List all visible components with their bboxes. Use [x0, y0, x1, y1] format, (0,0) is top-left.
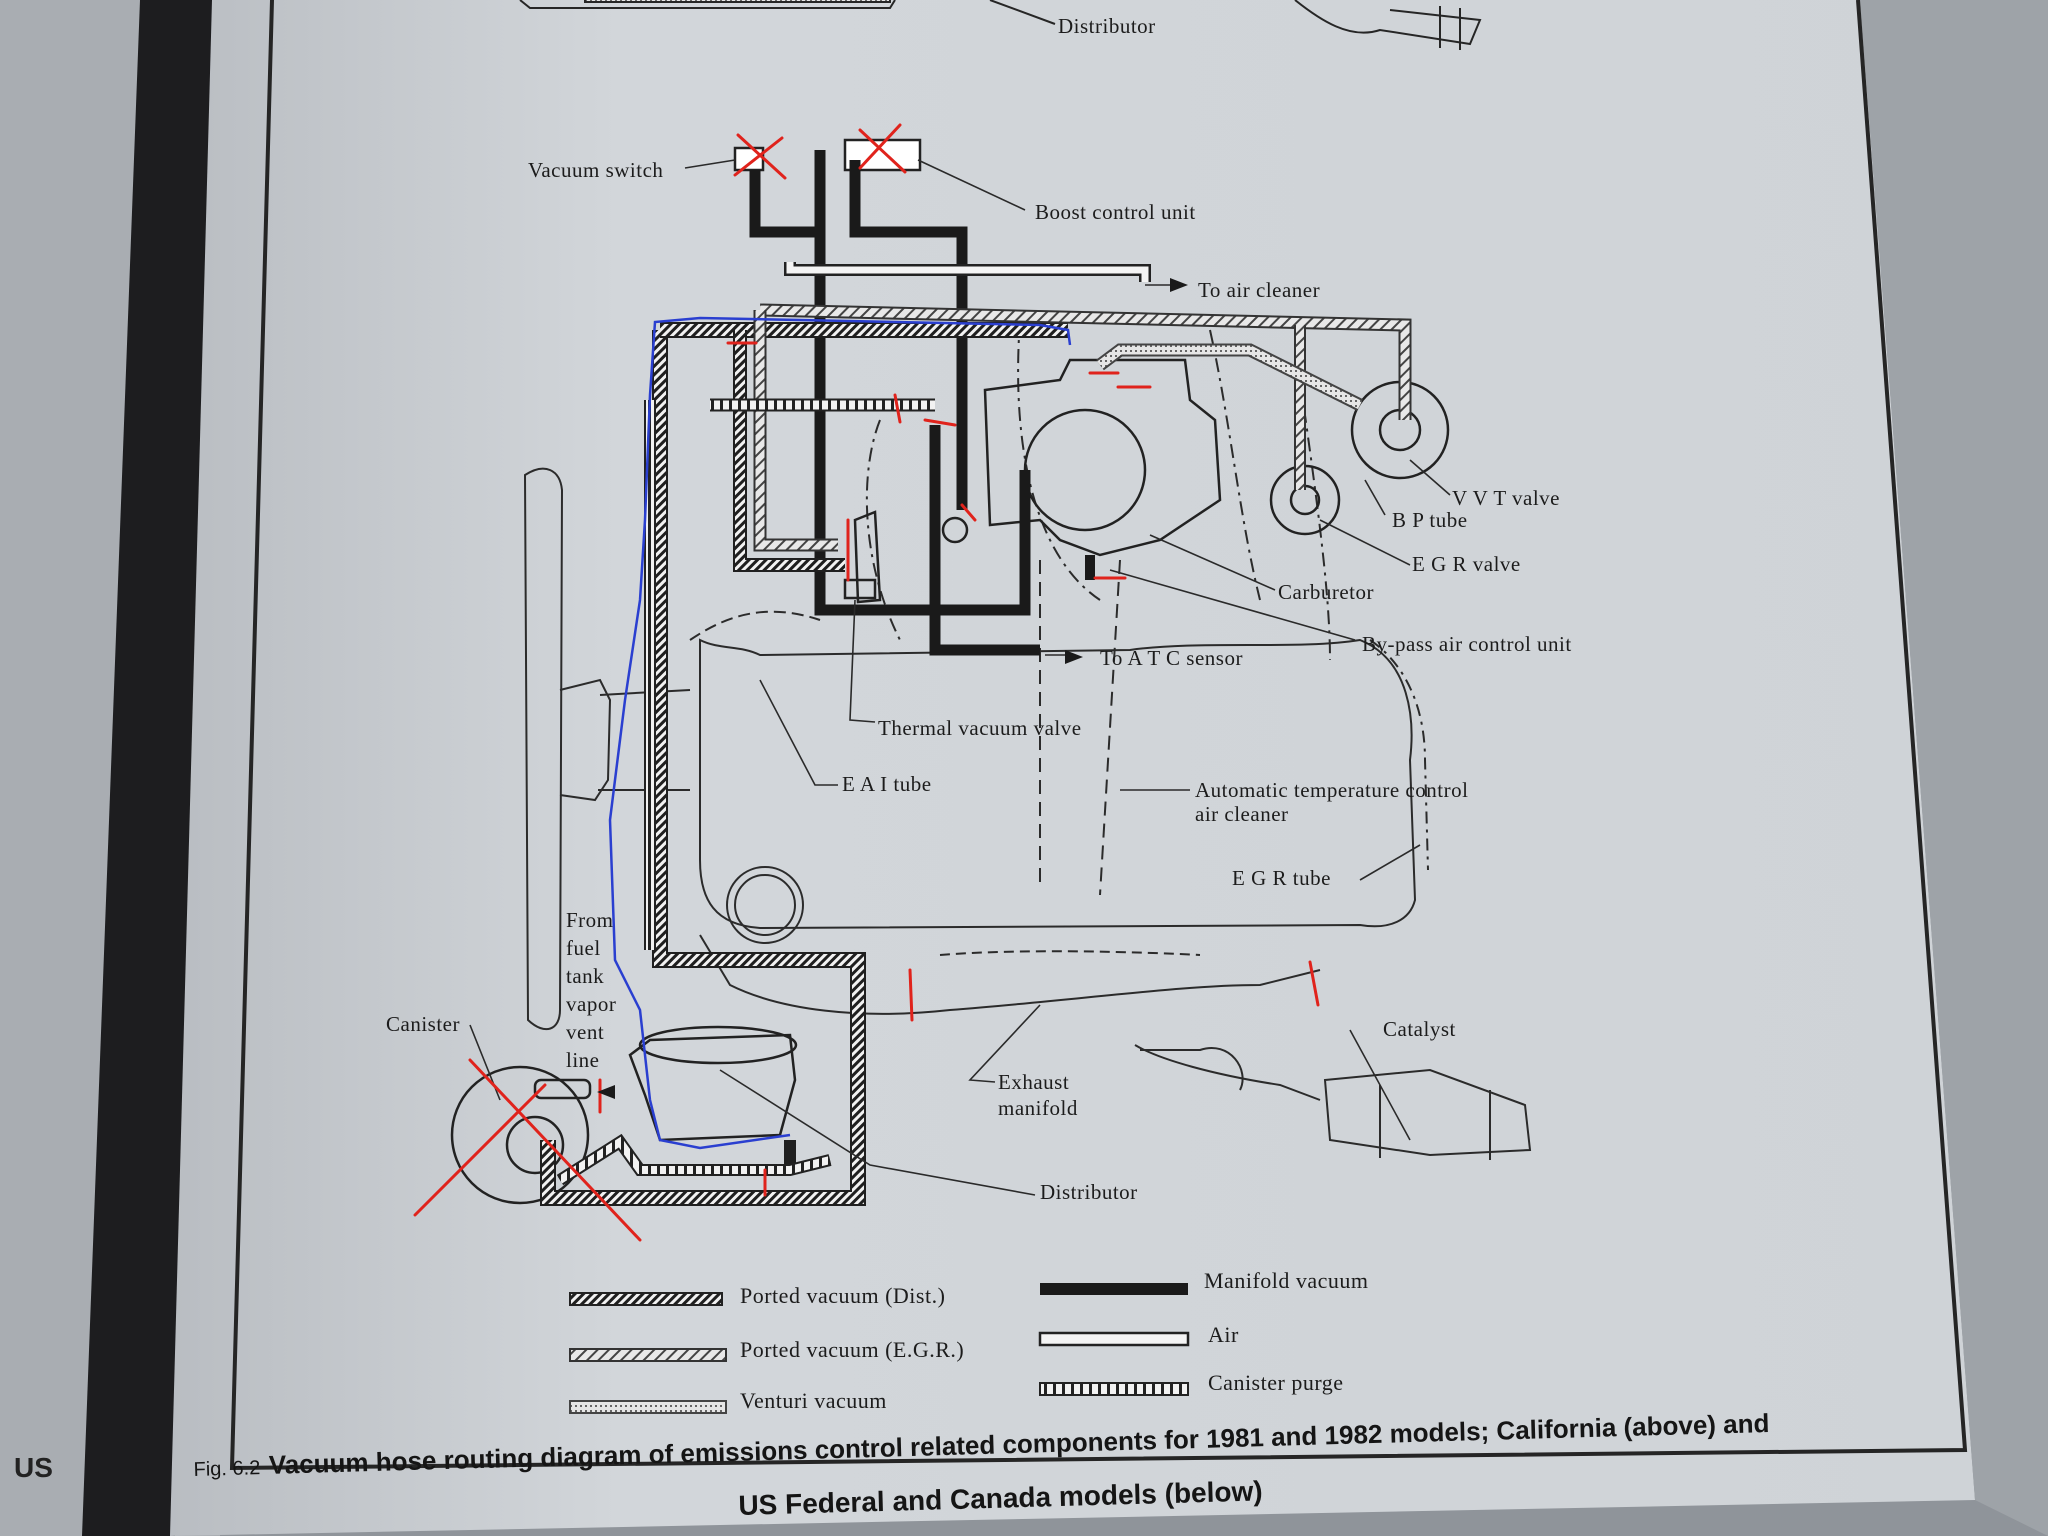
legend-swatch-air — [1038, 1331, 1190, 1347]
label-atc-air-cleaner-2: air cleaner — [1195, 802, 1289, 826]
label-vacuum-switch: Vacuum switch — [528, 158, 664, 182]
legend-swatches — [569, 1283, 1190, 1414]
label-distributor-bottom: Distributor — [1040, 1180, 1138, 1204]
legend-swatch-ported-egr — [569, 1348, 727, 1362]
label-canister: Canister — [386, 1012, 460, 1036]
legend-swatch-manifold — [1040, 1283, 1188, 1295]
label-bypass-air-control-unit: By-pass air control unit — [1362, 632, 1572, 656]
fuel-vent-line-6: line — [566, 1048, 600, 1072]
label-eai-tube: E A I tube — [842, 772, 932, 796]
main-page — [170, 0, 2048, 1536]
legend-label-manifold: Manifold vacuum — [1204, 1268, 1369, 1293]
vacuum-hoses — [540, 150, 1412, 1206]
arrow-fuel-vent — [597, 1085, 615, 1099]
legend-swatch-canister-purge — [1039, 1382, 1189, 1396]
blue-hose-trace — [608, 316, 1072, 1150]
label-vvt-valve: V V T valve — [1452, 486, 1560, 510]
label-carburetor: Carburetor — [1278, 580, 1374, 604]
fuel-vent-line-4: vapor — [566, 992, 617, 1016]
legend-label-ported-dist: Ported vacuum (Dist.) — [740, 1283, 946, 1308]
red-markings — [413, 123, 1320, 1242]
fuel-vent-line-3: tank — [566, 964, 605, 988]
arrow-to-atc-sensor — [1065, 650, 1083, 664]
legend-swatch-venturi — [569, 1400, 727, 1414]
label-atc-air-cleaner-1: Automatic temperature control — [1195, 778, 1469, 802]
figure-number: Fig. 6.2 — [193, 1457, 261, 1481]
label-exhaust-manifold-1: Exhaust — [998, 1070, 1070, 1094]
label-egr-valve: E G R valve — [1412, 552, 1521, 576]
upper-diagram-fragment — [519, 0, 1482, 50]
fuel-vent-line-2: fuel — [566, 936, 601, 960]
label-from-fuel-tank: From fuel tank vapor vent line — [566, 906, 646, 1074]
arrow-to-air-cleaner — [1170, 278, 1188, 292]
legend-label-canister-purge: Canister purge — [1208, 1370, 1344, 1395]
legend-label-venturi: Venturi vacuum — [740, 1388, 887, 1413]
label-to-atc-sensor: To A T C sensor — [1100, 646, 1243, 670]
label-egr-tube: E G R tube — [1232, 866, 1331, 890]
legend-label-air: Air — [1208, 1322, 1239, 1347]
label-bp-tube: B P tube — [1392, 508, 1468, 532]
page-side-tag: US — [14, 1452, 53, 1483]
label-thermal-vacuum-valve: Thermal vacuum valve — [878, 716, 1082, 740]
label-exhaust-manifold-2: manifold — [998, 1096, 1078, 1120]
label-boost-control-unit: Boost control unit — [1035, 200, 1196, 224]
legend-label-ported-egr: Ported vacuum (E.G.R.) — [740, 1337, 965, 1362]
label-to-air-cleaner: To air cleaner — [1198, 278, 1321, 302]
fuel-vent-line-5: vent — [566, 1020, 605, 1044]
label-catalyst: Catalyst — [1383, 1017, 1456, 1041]
label-distributor-top: Distributor — [1058, 14, 1156, 38]
legend-swatch-ported-dist — [569, 1292, 723, 1306]
fuel-vent-line-1: From — [566, 908, 614, 932]
canister — [450, 1025, 798, 1205]
